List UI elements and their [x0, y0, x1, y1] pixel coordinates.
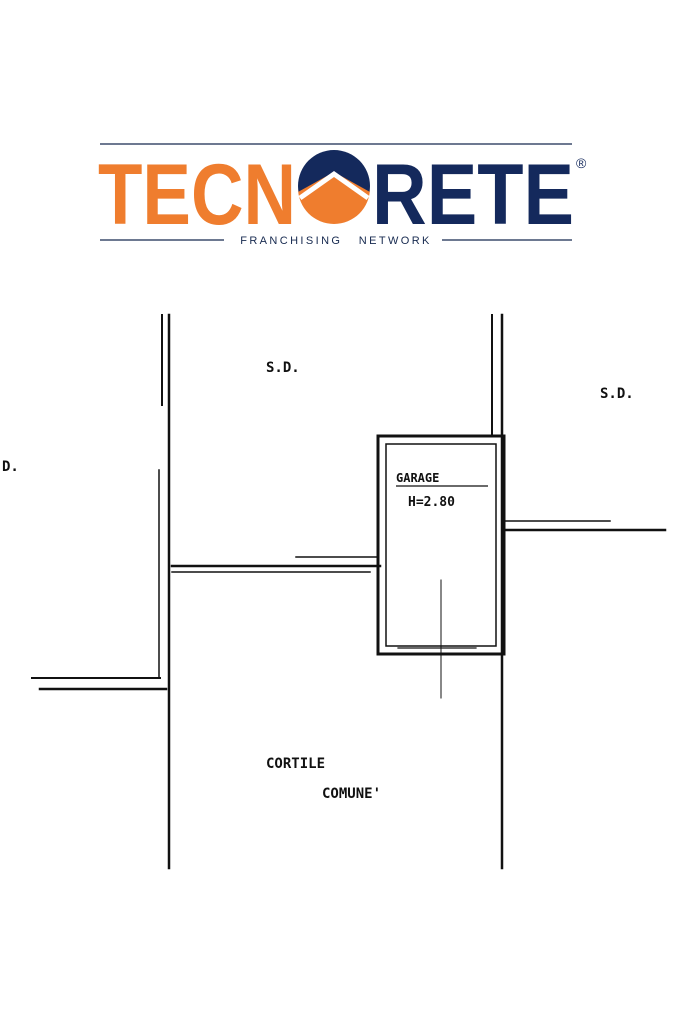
logo-roof-o-icon	[298, 150, 370, 224]
tecnorete-logo: TECN RETE ® FRANCHISING NETWORK	[98, 143, 587, 247]
floor-plan-drawing: S.D. S.D. D. GARAGE H=2.80 CORTILE COMUN…	[2, 313, 667, 870]
logo-text-orange: TECN	[98, 147, 296, 243]
logo-tagline: FRANCHISING NETWORK	[240, 235, 432, 247]
logo-text-navy: RETE	[372, 147, 574, 243]
logo-registered-mark: ®	[576, 155, 587, 171]
garage-height-label: H=2.80	[408, 495, 455, 510]
garage-name-label: GARAGE	[396, 471, 439, 485]
courtyard-label-line1: CORTILE	[266, 756, 325, 772]
label-sd-left: D.	[2, 459, 19, 475]
label-sd-top-center: S.D.	[266, 360, 300, 376]
courtyard-label-line2: COMUNE'	[322, 786, 381, 802]
label-sd-right: S.D.	[600, 386, 634, 402]
